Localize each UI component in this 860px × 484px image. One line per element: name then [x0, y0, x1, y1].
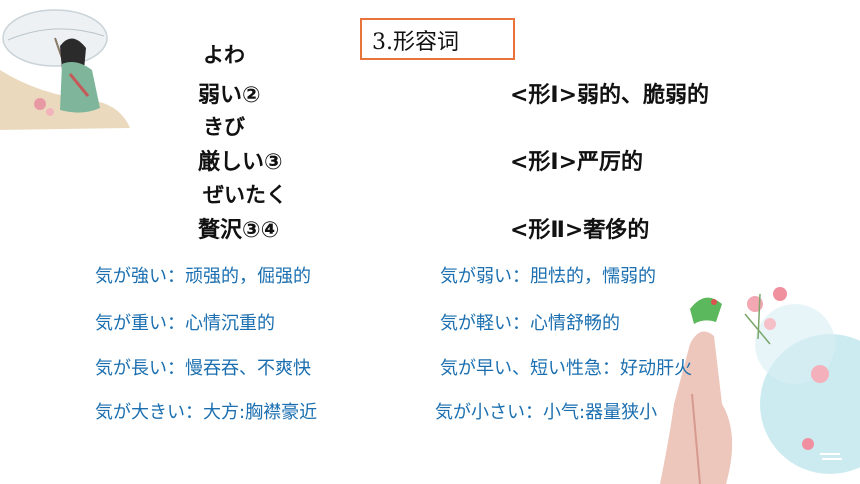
phrase-right: 気が早い、短い性急：好动肝火 [440, 358, 692, 379]
phrase-left: 気が長い：慢吞吞、不爽快 [95, 358, 311, 379]
hand-with-parrot-illustration [660, 287, 860, 484]
phrase-left: 気が大きい：大方:胸襟豪近 [95, 402, 318, 423]
slide-title: 3.形容词 [372, 30, 459, 55]
vocab-word: 贅沢③④ [198, 218, 280, 243]
phrase-right: 気が小さい：小气:器量狭小 [435, 402, 658, 423]
vocab-reading: きび [203, 115, 245, 139]
title-box: 3.形容词 [360, 18, 515, 60]
vocab-word: 弱い② [198, 83, 261, 108]
vocab-reading: よわ [203, 43, 245, 67]
phrase-right: 気が軽い：心情舒畅的 [440, 313, 620, 334]
phrase-right: 気が弱い：胆怯的，懦弱的 [440, 266, 656, 287]
vocab-meaning: <形Ⅰ>严厉的 [510, 150, 644, 175]
phrase-left: 気が強い：顽强的，倔强的 [95, 266, 311, 287]
vocab-word: 厳しい③ [198, 150, 283, 175]
phrase-left: 気が重い：心情沉重的 [95, 313, 275, 334]
girl-with-umbrella-illustration [0, 9, 130, 130]
vocab-meaning: <形Ⅱ>奢侈的 [510, 218, 650, 243]
vocab-meaning: <形Ⅰ>弱的、脆弱的 [510, 83, 710, 108]
vocab-reading: ぜいたく [203, 183, 287, 207]
